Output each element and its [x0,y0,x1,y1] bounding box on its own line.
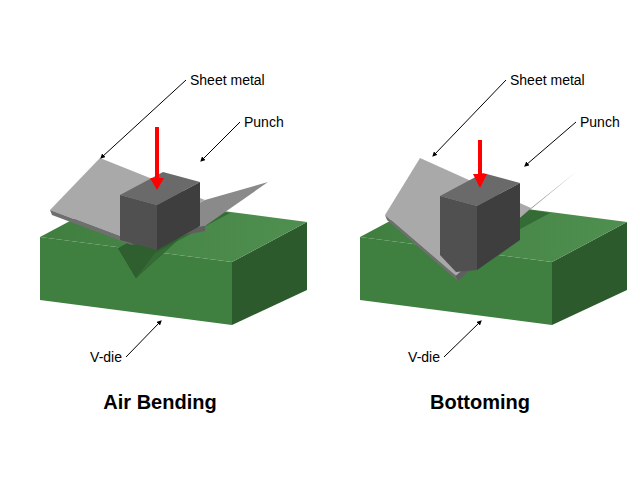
punch-side [157,182,200,250]
bottoming-figure [360,80,627,357]
figure-caption: Bottoming [430,390,530,414]
punch-front [440,196,477,272]
force-arrow [155,127,159,183]
sheet-edge [50,210,132,245]
leader-line [434,80,506,155]
leader-line [126,322,160,357]
part-label: V-die [90,349,122,365]
part-label: Punch [244,114,284,130]
force-arrowhead [150,178,164,190]
force-arrowhead [473,174,487,188]
punch-side [477,183,520,270]
leader-line [102,80,186,157]
leader-line [202,122,240,160]
force-arrow [478,140,482,176]
part-label: Sheet metal [190,72,265,88]
part-label: Sheet metal [510,72,585,88]
sheet-flange [385,158,531,276]
figure-caption: Air Bending [103,390,216,414]
leader-line [444,322,480,357]
leader-line [526,122,576,165]
part-label: V-die [408,349,440,365]
air-bending-figure [40,80,307,357]
part-label: Punch [580,114,620,130]
punch-front [120,195,157,250]
